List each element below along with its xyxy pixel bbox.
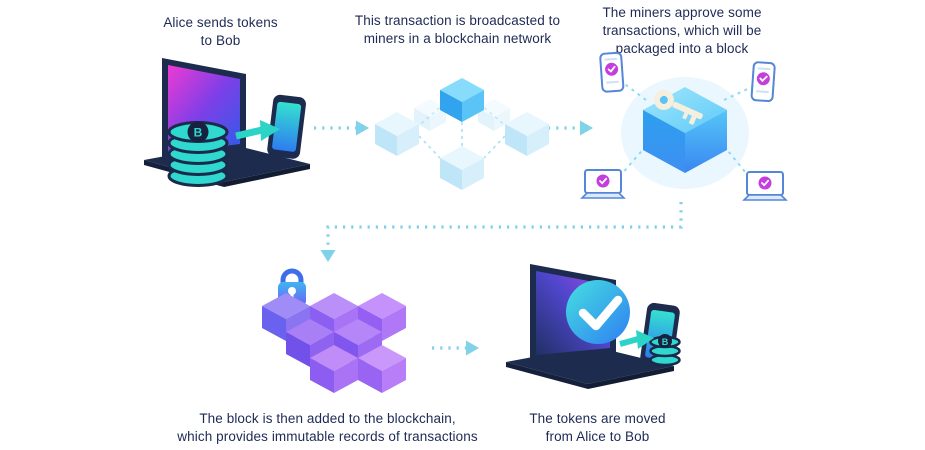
token-badge [187, 121, 209, 143]
coin-stack-icon: B [167, 121, 229, 187]
step2-illustration [372, 62, 552, 212]
transfer-arrow-icon [619, 330, 654, 349]
caption-line: packaged into a block [615, 40, 749, 56]
node-cube-icon [375, 112, 419, 156]
step4-illustration [240, 258, 415, 413]
caption-line: Alice sends tokens [163, 15, 278, 30]
laptop-check-to-phone-icon: B [506, 264, 681, 389]
token-badge [658, 334, 672, 348]
caption-line: transactions, which will be [602, 22, 762, 38]
transfer-arrow-icon [235, 120, 280, 141]
token-symbol: B [194, 126, 203, 140]
blockchain-cubes-icon [262, 268, 406, 393]
step4-caption: The block is then added to the blockchai… [165, 410, 490, 446]
caption-line: This transaction is broadcasted to [354, 13, 561, 28]
step3-caption: The miners approve some transactions, wh… [582, 4, 782, 57]
arrowhead-step4-to-step5-icon [466, 340, 479, 356]
caption-line: The tokens are moved [529, 411, 666, 426]
miner-laptop-icon [742, 171, 788, 201]
chain-cube-icon [286, 319, 334, 367]
node-cube-icon [505, 112, 549, 156]
arrowhead-step1-to-step2-icon [356, 120, 369, 136]
step3-illustration [578, 48, 793, 213]
checkmark-circle-icon [566, 280, 630, 344]
step1-illustration: B [140, 52, 320, 202]
step5-caption: The tokens are moved from Alice to Bob [505, 410, 690, 446]
block-cube-with-key-icon [580, 51, 788, 201]
miner-links [619, 81, 755, 179]
caption-line: The miners approve some [602, 5, 762, 20]
phone-icon [267, 94, 306, 159]
laptop-coins-to-phone-icon: B [144, 58, 310, 187]
miner-phone-icon [599, 51, 625, 93]
caption-line: The block is then added to the blockchai… [199, 411, 456, 426]
step2-caption: This transaction is broadcasted to miner… [340, 12, 575, 48]
transaction-cube-icon [440, 78, 484, 122]
coin-stack-icon: B [649, 334, 681, 367]
chain-cube-icon [358, 345, 406, 393]
step1-caption: Alice sends tokens to Bob [138, 14, 303, 50]
chain-cube-icon [310, 345, 358, 393]
faint-cube-icon [478, 99, 510, 131]
caption-line: miners in a blockchain network [363, 30, 552, 46]
token-symbol: B [662, 337, 669, 347]
caption-line: which provides immutable records of tran… [177, 428, 478, 444]
miner-laptop-icon [580, 169, 626, 199]
caption-line: to Bob [200, 32, 241, 48]
caption-line: from Alice to Bob [545, 428, 650, 444]
key-icon [653, 89, 703, 126]
network-links [415, 103, 509, 159]
miner-phone-icon [750, 61, 776, 103]
faint-cube-icon [414, 99, 446, 131]
step5-illustration: B [498, 262, 693, 407]
node-cube-icon [440, 146, 484, 190]
cube-network-icon [375, 78, 549, 190]
